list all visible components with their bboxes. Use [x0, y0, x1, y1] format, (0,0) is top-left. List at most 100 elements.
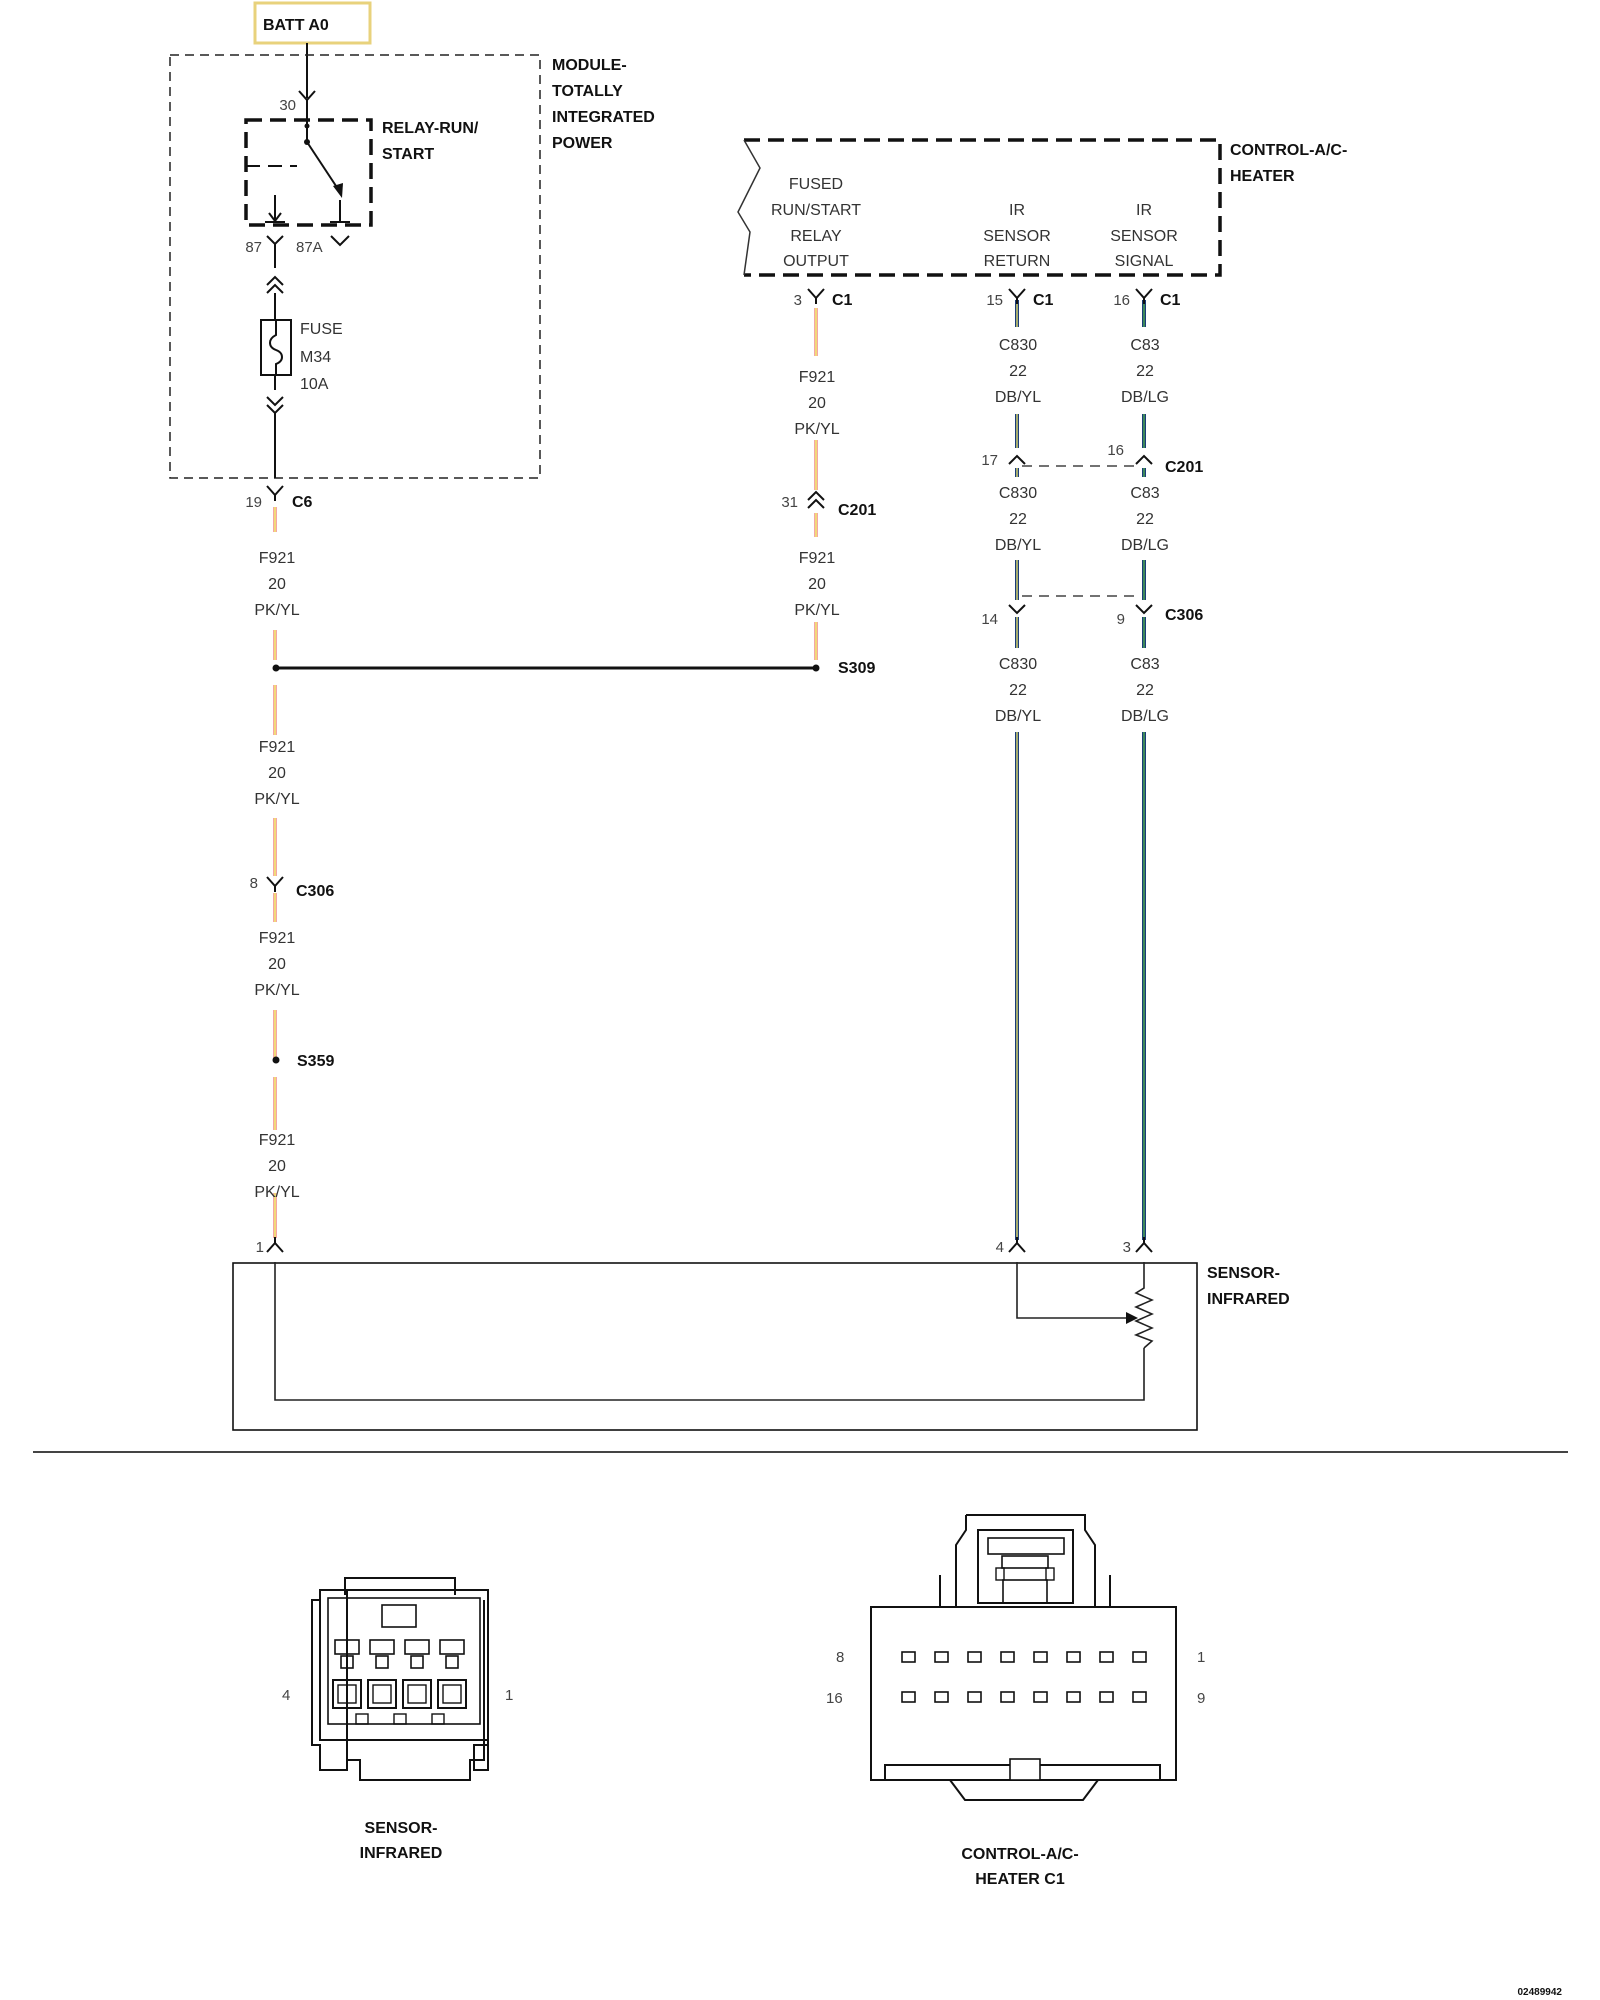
ret-w2-gauge: 22	[1009, 511, 1027, 528]
battery-source: BATT A0 30	[253, 1, 372, 114]
sig-c1-connector-icon	[1135, 288, 1153, 305]
fuse-number: M34	[300, 349, 331, 366]
c6-connector: C6	[292, 494, 313, 511]
module-title-line-2: TOTALLY	[552, 83, 623, 100]
sig-c306-pin: 9	[1117, 611, 1125, 628]
func-signal-line-1: IR	[1136, 202, 1152, 219]
control-view-pin-br: 9	[1197, 1690, 1205, 1707]
sensor-outline	[232, 1262, 1198, 1431]
sensor-pin-4-connector-icon	[1008, 1236, 1026, 1253]
mid-w1-gauge: 20	[808, 395, 826, 412]
sig-w3-color: DB/LG	[1121, 708, 1169, 725]
func-return-line-2: SENSOR	[983, 228, 1051, 245]
left-w3-circuit: F921	[259, 930, 296, 947]
sig-w1-circuit: C83	[1130, 337, 1159, 354]
c6-pin: 19	[245, 494, 262, 511]
relay-pin-87: 87	[245, 239, 262, 256]
sig-w3-gauge: 22	[1136, 682, 1154, 699]
func-signal-line-3: SIGNAL	[1115, 253, 1174, 270]
control-view-caption-line-1: CONTROL-A/C-	[961, 1846, 1078, 1863]
control-outline	[744, 138, 1222, 277]
sig-w2-gauge: 22	[1136, 511, 1154, 528]
left-w2-circuit: F921	[259, 739, 296, 756]
left-w3-color: PK/YL	[254, 982, 299, 999]
control-view-body	[870, 1606, 1177, 1781]
ret-c201-pin: 17	[981, 452, 998, 469]
relay-label-line-1: RELAY-RUN/	[382, 120, 479, 137]
left-w2-color: PK/YL	[254, 791, 299, 808]
fuse-m34: FUSE M34 10A	[260, 319, 343, 393]
fuse-label: FUSE	[300, 321, 343, 338]
relay-pin-87a: 87A	[296, 239, 323, 256]
sig-w2-color: DB/LG	[1121, 537, 1169, 554]
sig-sensor-pin: 3	[1123, 1239, 1131, 1256]
ret-w1-color: DB/YL	[995, 389, 1041, 406]
mid-c201-connector: C201	[838, 502, 876, 519]
mid-w2-circuit: F921	[799, 550, 836, 567]
left-sensor-pin: 1	[256, 1239, 264, 1256]
func-signal-line-2: SENSOR	[1110, 228, 1178, 245]
left-w1-gauge: 20	[268, 576, 286, 593]
sensor-pin-1-connector-icon	[266, 1236, 284, 1253]
mid-c201-pin: 31	[781, 494, 798, 511]
sensor-infrared: SENSOR- INFRARED	[232, 1262, 1290, 1431]
signal-column: 16 C1 C83 22 DB/LG 16 C201 C83 22 DB/LG …	[1022, 288, 1203, 1256]
s309-label: S309	[838, 660, 875, 677]
left-column: 19 C6 F921 20 PK/YL F921 20 PK/YL 8 C306…	[245, 485, 816, 1256]
sensor-view-caption-line-2: INFRARED	[360, 1845, 443, 1862]
left-w4-color: PK/YL	[254, 1184, 299, 1201]
left-c306-pin: 8	[250, 875, 258, 892]
sensor-title-line-1: SENSOR-	[1207, 1265, 1280, 1282]
sensor-view-pin-right: 1	[505, 1687, 513, 1704]
func-return-line-3: RETURN	[984, 253, 1051, 270]
sig-w2-circuit: C83	[1130, 485, 1159, 502]
ret-c1-pin: 15	[986, 292, 1003, 309]
control-view-pin-tr: 1	[1197, 1649, 1205, 1666]
left-w1-circuit: F921	[259, 550, 296, 567]
batt-box	[253, 1, 372, 45]
module-tipm-outline	[169, 54, 541, 479]
func-fused-line-4: OUTPUT	[783, 253, 849, 270]
mid-c201-connector-icon	[807, 490, 825, 509]
ret-w2-color: DB/YL	[995, 537, 1041, 554]
left-w3-gauge: 20	[268, 956, 286, 973]
return-column: 15 C1 C830 22 DB/YL 17 C830 22 DB/YL 14 …	[981, 288, 1054, 1256]
ret-c1-connector-icon	[1008, 288, 1026, 305]
ret-c306-connector-icon	[1008, 604, 1026, 615]
module-title-line-4: POWER	[552, 135, 613, 152]
mid-w2-gauge: 20	[808, 576, 826, 593]
ret-c306-pin: 14	[981, 611, 998, 628]
control-view-pin-tl: 8	[836, 1649, 844, 1666]
ret-w1-circuit: C830	[999, 337, 1037, 354]
sig-c201-pin: 16	[1107, 442, 1124, 459]
sensor-connector-view: 4 1 SENSOR- INFRARED	[282, 1577, 513, 1862]
ret-w1-gauge: 22	[1009, 363, 1027, 380]
sig-w1-color: DB/LG	[1121, 389, 1169, 406]
control-view-cavity-row-2	[901, 1691, 1147, 1703]
left-w4-circuit: F921	[259, 1132, 296, 1149]
control-ac-heater: CONTROL-A/C- HEATER FUSED RUN/START RELA…	[737, 138, 1347, 277]
mid-w1-circuit: F921	[799, 369, 836, 386]
module-title-line-1: MODULE-	[552, 57, 627, 74]
sig-w3-circuit: C83	[1130, 656, 1159, 673]
fuse-rating: 10A	[300, 376, 329, 393]
sig-c1-connector: C1	[1160, 292, 1181, 309]
func-fused-line-2: RUN/START	[771, 202, 861, 219]
ret-c1-connector: C1	[1033, 292, 1054, 309]
left-w4-gauge: 20	[268, 1158, 286, 1175]
sig-c306-connector-icon	[1135, 604, 1153, 615]
func-fused-line-1: FUSED	[789, 176, 843, 193]
sensor-pin-3-connector-icon	[1135, 1236, 1153, 1253]
func-fused-line-3: RELAY	[790, 228, 842, 245]
mid-c1-connector: C1	[832, 292, 853, 309]
control-title-line-2: HEATER	[1230, 168, 1295, 185]
mid-w2-color: PK/YL	[794, 602, 839, 619]
mid-c1-connector-icon	[807, 288, 825, 305]
mid-w1-color: PK/YL	[794, 421, 839, 438]
ret-c201-connector-icon	[1008, 454, 1026, 465]
s359-dot	[272, 1056, 280, 1064]
sensor-view-body-outline	[346, 1600, 485, 1781]
relay-pin-30: 30	[279, 97, 296, 114]
sensor-view-pin-left: 4	[282, 1687, 290, 1704]
